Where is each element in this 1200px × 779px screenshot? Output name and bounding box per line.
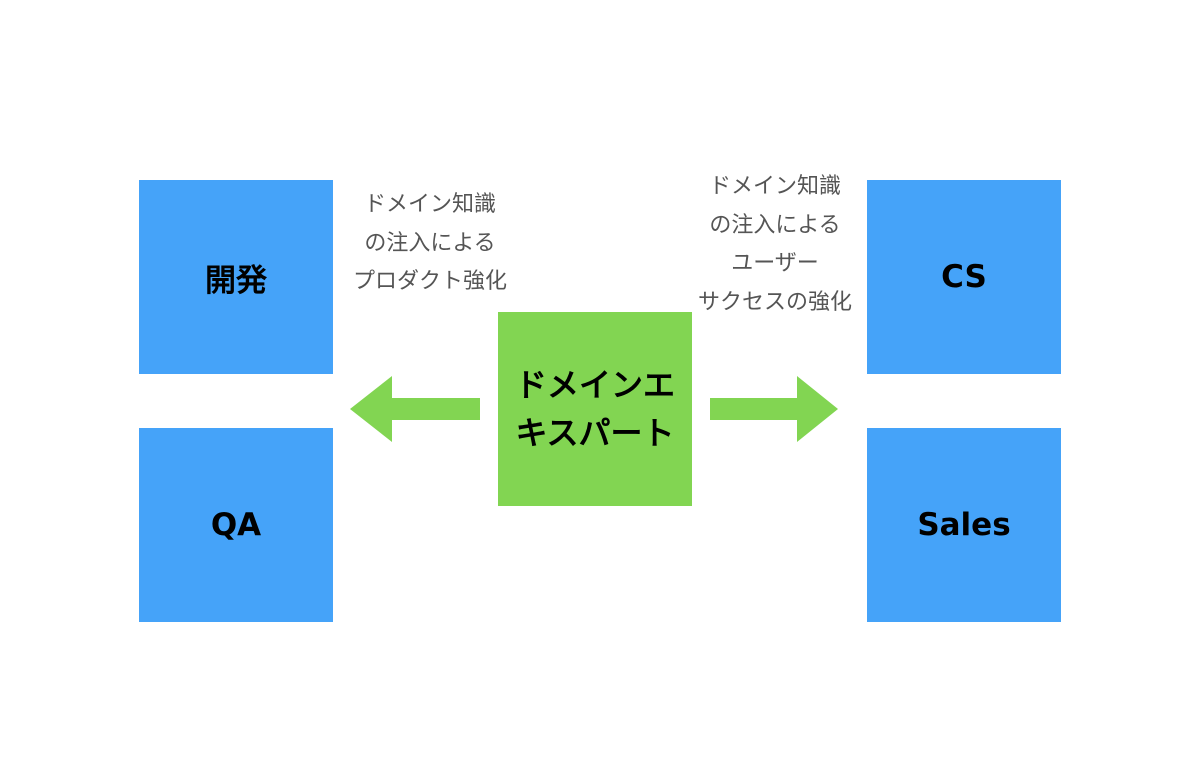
sales-team-box: Sales	[867, 428, 1061, 622]
note-left-line-3: プロダクト強化	[352, 269, 507, 294]
domain-expert-box: ドメインエ キスパート	[498, 312, 692, 506]
domain-expert-label-line1: ドメインエ	[514, 366, 675, 404]
sales-team-label: Sales	[917, 507, 1011, 543]
domain-expert-label-line2: キスパート	[515, 414, 675, 452]
qa-team-label: QA	[210, 507, 262, 543]
product-enhancement-note: ドメイン知識 の注入による プロダクト強化	[340, 186, 520, 302]
user-success-note: ドメイン知識 の注入による ユーザー サクセスの強化	[680, 168, 870, 322]
arrow-left-icon	[350, 376, 480, 442]
note-right-line-1: ドメイン知識	[708, 174, 841, 199]
note-left-line-2: の注入による	[364, 230, 496, 256]
qa-team-box: QA	[139, 428, 333, 622]
note-left-line-1: ドメイン知識	[363, 192, 496, 217]
dev-team-box: 開発	[139, 180, 333, 374]
cs-team-box: CS	[867, 180, 1061, 374]
note-right-line-3: ユーザー	[731, 251, 819, 276]
dev-team-label: 開発	[205, 262, 267, 299]
note-right-line-4: サクセスの強化	[697, 289, 852, 315]
arrow-right-icon	[710, 376, 838, 442]
arrow-left-shape	[350, 376, 480, 442]
note-right-line-2: の注入による	[709, 212, 841, 238]
cs-team-label: CS	[941, 259, 987, 295]
arrow-right-shape	[710, 376, 838, 442]
